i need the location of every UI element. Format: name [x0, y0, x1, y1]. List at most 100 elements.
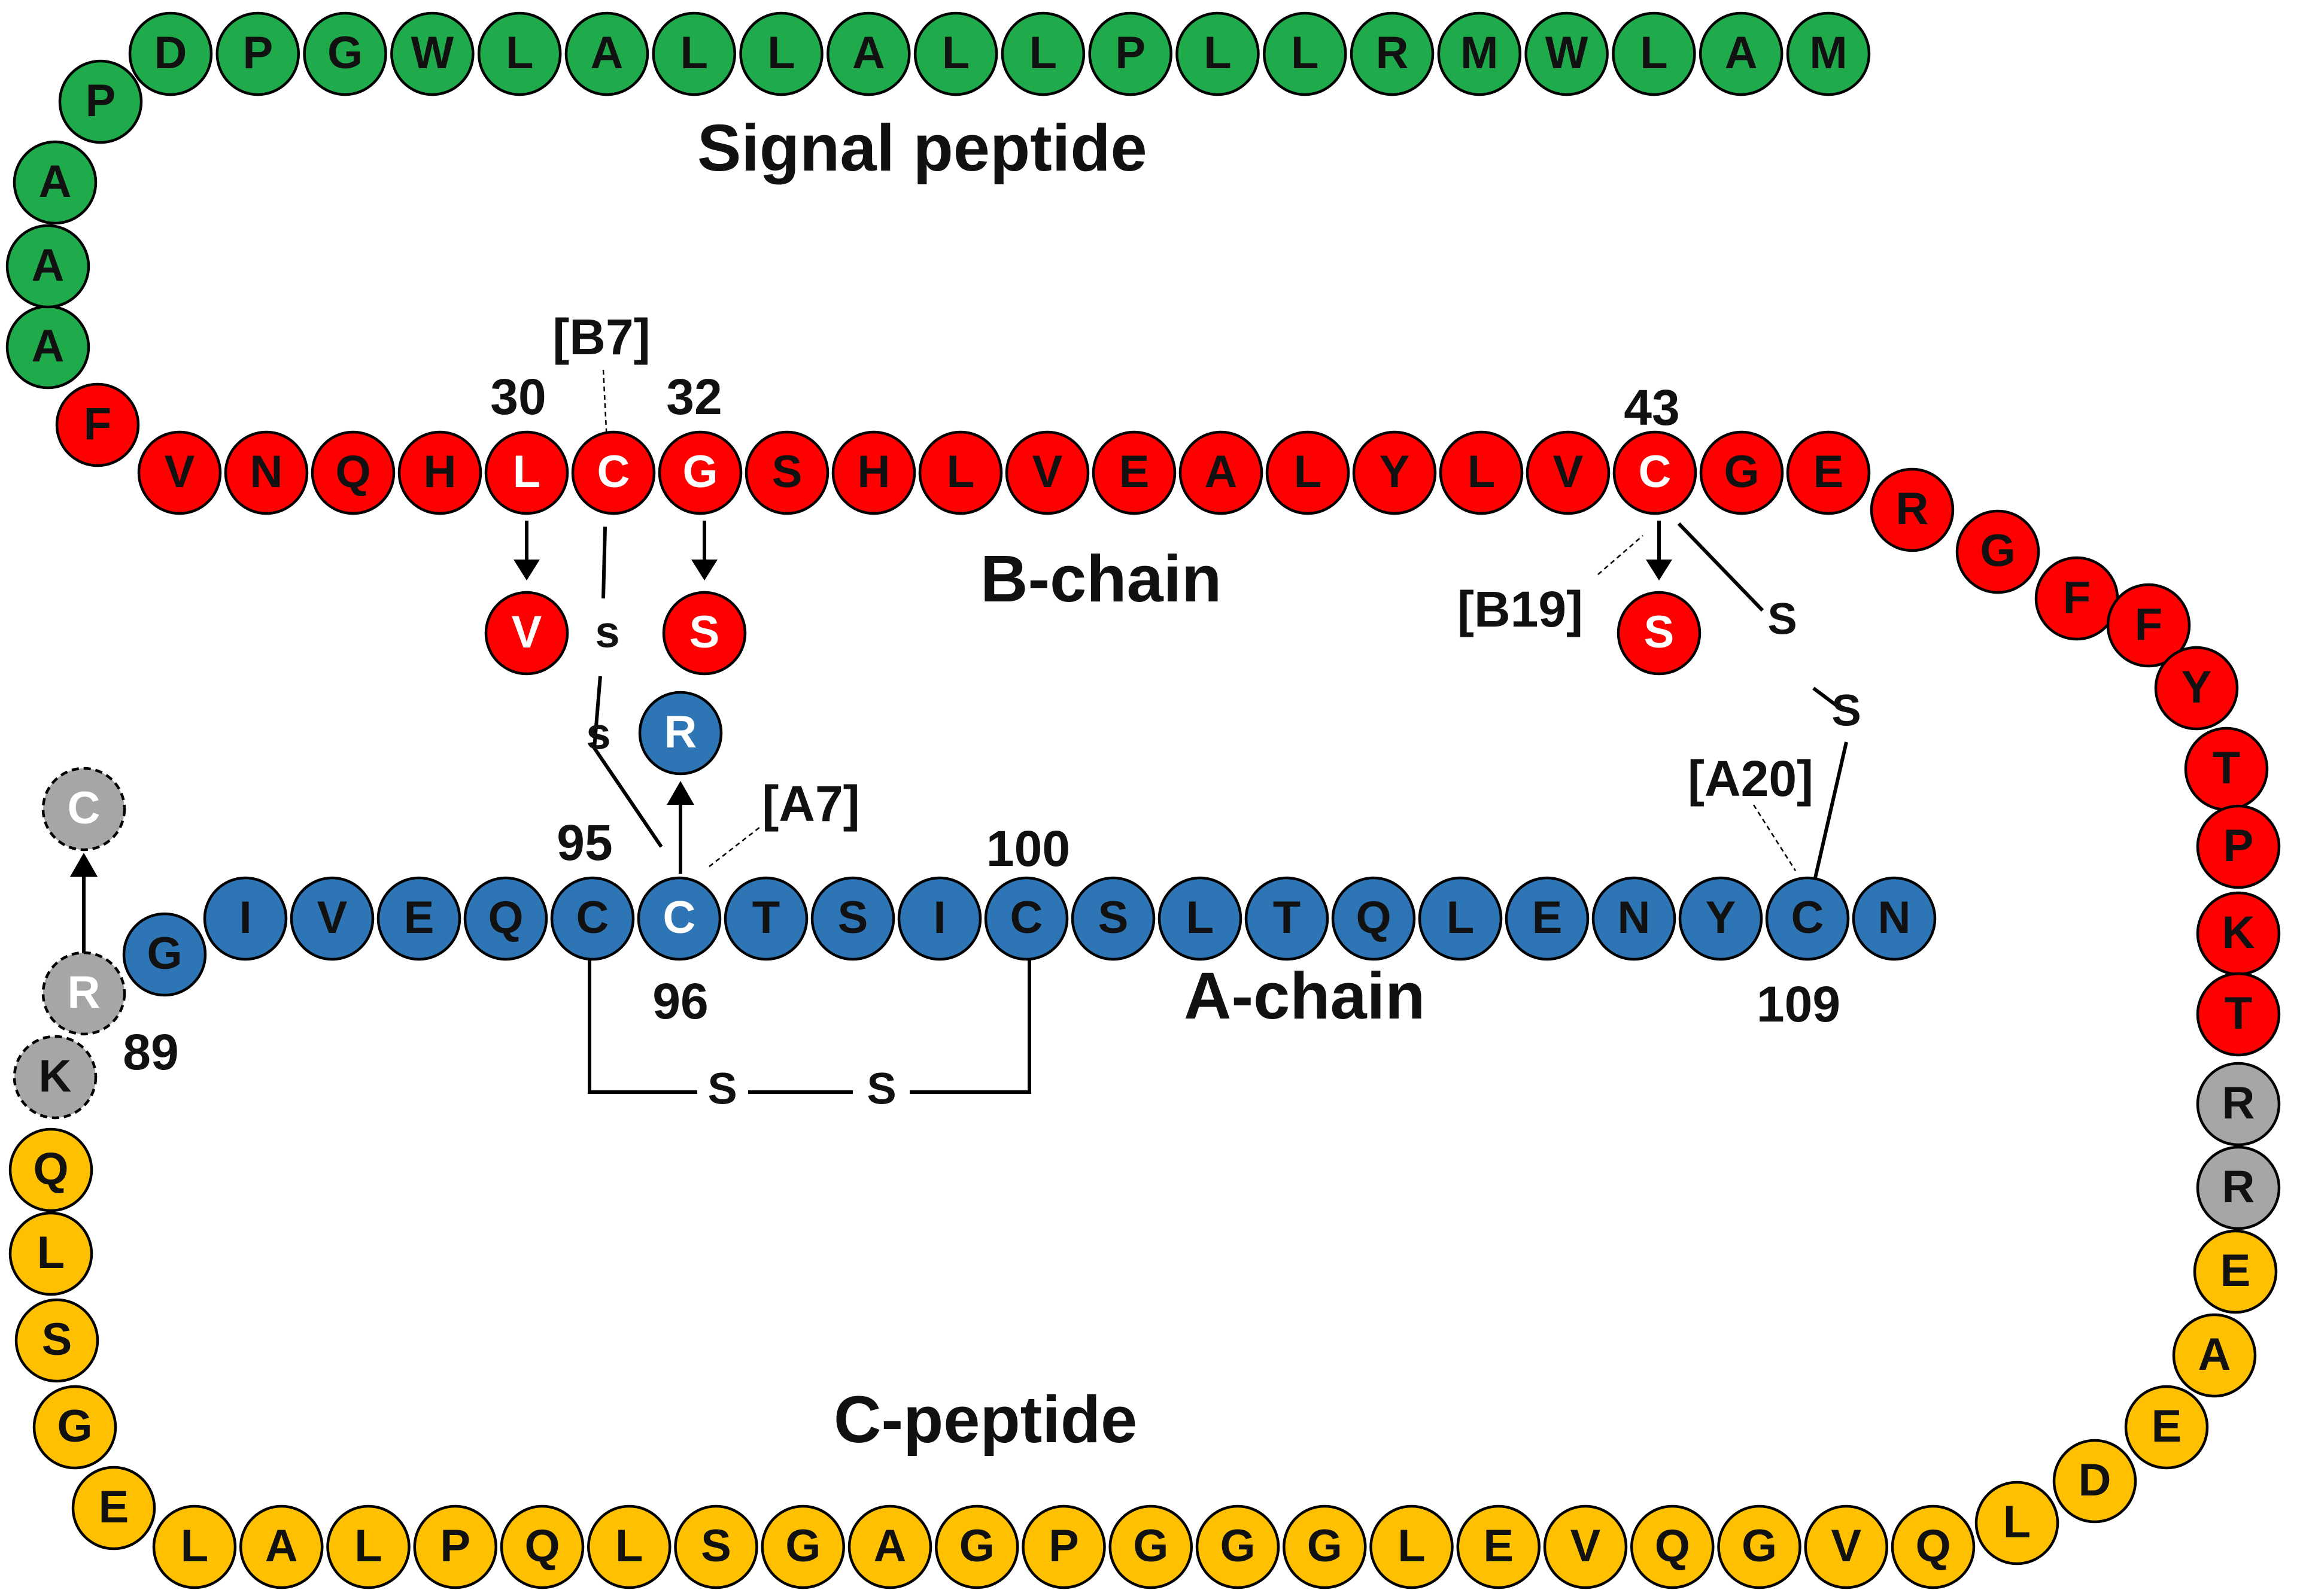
residue-letter: A	[39, 156, 72, 207]
arrow-43-head	[1646, 560, 1672, 580]
signal-peptide-residue: R	[1350, 11, 1435, 96]
a-chain-residue: L	[1157, 876, 1242, 961]
residue-letter: S	[772, 446, 803, 497]
a-chain-residue: N	[1591, 876, 1676, 961]
a-chain-residue: V	[290, 876, 375, 961]
residue-circle	[1612, 11, 1696, 96]
arrow-30-head	[514, 560, 540, 580]
residue-circle	[1331, 876, 1416, 961]
residue-letter: R	[68, 967, 101, 1018]
residue-circle	[484, 430, 569, 515]
residue-letter: S	[42, 1314, 72, 1365]
c-peptide-residue: G	[1195, 1504, 1280, 1589]
c-peptide-residue: G	[1108, 1504, 1193, 1589]
residue-circle	[71, 1466, 156, 1551]
residue-letter: V	[1570, 1521, 1601, 1571]
signal-peptide-residue: A	[827, 11, 911, 96]
b-chain-residue: T	[2196, 972, 2281, 1057]
residue-letter: L	[354, 1521, 382, 1571]
residue-circle	[571, 430, 656, 515]
residue-letter: L	[942, 28, 970, 78]
variant-residue-32: S	[662, 591, 747, 676]
residue-circle	[1092, 430, 1177, 515]
b-chain-residue: F	[55, 382, 140, 467]
residue-circle	[2124, 1385, 2209, 1470]
residue-letter: L	[1186, 892, 1214, 943]
signal-peptide-residue: A	[5, 305, 90, 390]
signal-peptide-residue: L	[1612, 11, 1696, 96]
signal-peptide-residue: W	[390, 11, 475, 96]
residue-circle	[2172, 1313, 2257, 1398]
residue-circle	[1350, 11, 1435, 96]
residue-circle	[2154, 646, 2239, 731]
c-peptide-residue: G	[761, 1504, 845, 1589]
b-chain-residue: V	[1526, 430, 1611, 515]
b-chain-residue: L	[918, 430, 1003, 515]
residue-letter: P	[1115, 28, 1146, 78]
residue-circle	[1022, 1504, 1106, 1589]
leader-a20	[1752, 804, 1797, 871]
residue-circle	[827, 11, 911, 96]
signal-peptide-residue: W	[1524, 11, 1609, 96]
signal-peptide-residue: L	[477, 11, 562, 96]
residue-circle	[935, 1504, 1019, 1589]
a-chain-residue: S	[810, 876, 895, 961]
b-chain-residue: V	[137, 430, 222, 515]
arrow-32-head	[691, 560, 718, 580]
arrow-96-head	[667, 781, 694, 805]
signal-peptide-residue: L	[1175, 11, 1260, 96]
residue-letter: R	[2222, 1078, 2255, 1129]
residue-letter: S	[838, 892, 868, 943]
a-chain-residue: C	[550, 876, 635, 961]
signal-peptide-residue: L	[1263, 11, 1347, 96]
b-chain-residue: P	[2196, 804, 2281, 889]
residue-letter: G	[57, 1401, 92, 1452]
residue-letter: C	[663, 892, 696, 943]
residue-letter: Y	[1380, 446, 1410, 497]
residue-circle	[1678, 876, 1763, 961]
linker-residue: R	[2196, 1145, 2281, 1230]
a-chain-residue: C	[984, 876, 1069, 961]
residue-circle	[14, 1298, 99, 1383]
residue-circle	[739, 11, 824, 96]
residue-circle	[8, 1211, 93, 1296]
residue-letter: L	[1640, 28, 1667, 78]
position-43-label: 43	[1624, 379, 1679, 436]
residue-letter: G	[1133, 1521, 1168, 1571]
residue-letter: L	[1294, 446, 1321, 497]
c-peptide-residue: L	[1369, 1504, 1454, 1589]
b-chain-residue: N	[224, 430, 309, 515]
residue-letter: P	[440, 1521, 470, 1571]
residue-circle	[1108, 1504, 1193, 1589]
residue-circle	[1974, 1481, 2059, 1565]
residue-letter: G	[1742, 1521, 1777, 1571]
b-chain-residue: T	[2184, 726, 2269, 811]
bonds-layer	[70, 369, 1848, 1094]
residue-circle	[5, 224, 90, 309]
residue-letter: V	[1553, 446, 1584, 497]
c-peptide-residue: G	[935, 1504, 1019, 1589]
residue-circle	[847, 1504, 932, 1589]
residue-letter: A	[265, 1521, 298, 1571]
b-chain-residue: Y	[1352, 430, 1437, 515]
variant-residue-89: C	[41, 767, 126, 852]
residue-letter: Y	[1706, 892, 1736, 943]
a-chain-residue: I	[203, 876, 288, 961]
residue-letter: S	[689, 607, 720, 658]
position-96-label: 96	[652, 973, 708, 1029]
residue-circle	[1005, 430, 1090, 515]
a-chain-residue: C	[637, 876, 722, 961]
position-89-label: 89	[123, 1024, 178, 1080]
residue-circle	[1178, 430, 1263, 515]
variant-residue-30: V	[484, 591, 569, 676]
residue-letter: V	[165, 446, 195, 497]
residue-circle	[1456, 1504, 1541, 1589]
b-chain-residue: G	[1955, 509, 2040, 594]
residue-circle	[1283, 1504, 1367, 1589]
residue-letter: L	[1029, 28, 1057, 78]
c-peptide-residue: Q	[500, 1504, 585, 1589]
residue-letter: A	[874, 1521, 907, 1571]
variant-residue-43: S	[1617, 591, 1702, 676]
residue-circle	[1263, 11, 1347, 96]
position-32-label: 32	[666, 369, 722, 425]
